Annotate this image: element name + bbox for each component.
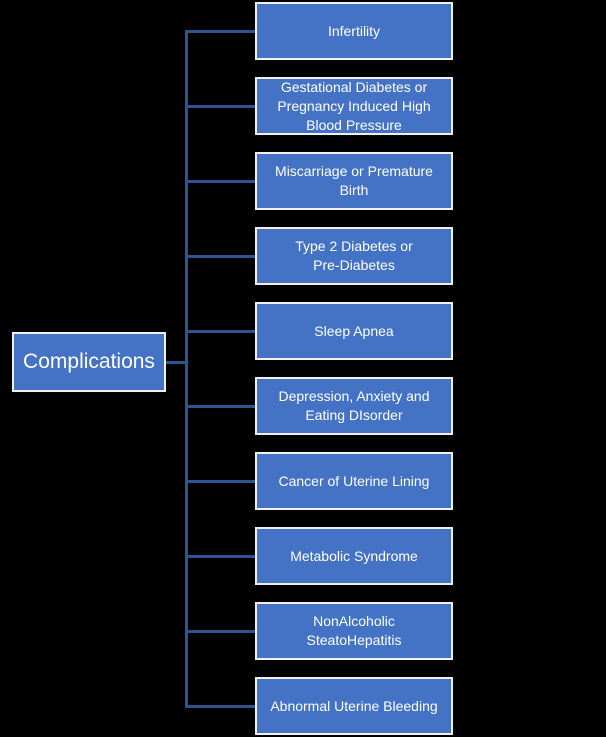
connector-branch-line xyxy=(186,404,256,408)
node-abnormal-uterine-bleeding-label: Abnormal Uterine Bleeding xyxy=(270,697,438,714)
connector-branch-line xyxy=(186,704,256,708)
connector-branch-line xyxy=(186,479,256,483)
node-complications-label: Complications xyxy=(23,350,155,374)
node-type-2-diabetes-label: Type 2 Diabetes or Pre-Diabetes xyxy=(295,238,413,273)
node-abnormal-uterine-bleeding: Abnormal Uterine Bleeding xyxy=(255,677,453,735)
node-nonalcoholic-steatohepatitis: NonAlcoholic SteatoHepatitis xyxy=(255,602,453,660)
node-sleep-apnea: Sleep Apnea xyxy=(255,302,453,360)
node-gestational-diabetes: Gestational Diabetes or Pregnancy Induce… xyxy=(255,77,453,135)
node-metabolic-syndrome: Metabolic Syndrome xyxy=(255,527,453,585)
node-cancer-uterine-lining: Cancer of Uterine Lining xyxy=(255,452,453,510)
connector-trunk-line xyxy=(185,29,188,708)
node-infertility: Infertility xyxy=(255,2,453,60)
connector-branch-line xyxy=(186,629,256,633)
node-metabolic-syndrome-label: Metabolic Syndrome xyxy=(290,547,418,564)
connector-branch-line xyxy=(186,554,256,558)
node-depression-anxiety-eating-disorder: Depression, Anxiety and Eating DIsorder xyxy=(255,377,453,435)
connector-branch-line xyxy=(186,254,256,258)
node-miscarriage-premature-birth-label: Miscarriage or Premature Birth xyxy=(275,163,433,198)
node-complications: Complications xyxy=(12,332,166,392)
node-depression-anxiety-eating-disorder-label: Depression, Anxiety and Eating DIsorder xyxy=(278,388,430,423)
node-cancer-uterine-lining-label: Cancer of Uterine Lining xyxy=(278,472,430,489)
connector-branch-line xyxy=(186,329,256,333)
node-sleep-apnea-label: Sleep Apnea xyxy=(314,322,394,339)
connector-root-line xyxy=(166,360,186,364)
node-nonalcoholic-steatohepatitis-label: NonAlcoholic SteatoHepatitis xyxy=(306,613,402,648)
node-type-2-diabetes: Type 2 Diabetes or Pre-Diabetes xyxy=(255,227,453,285)
connector-branch-line xyxy=(186,104,256,108)
node-infertility-label: Infertility xyxy=(327,22,381,39)
node-miscarriage-premature-birth: Miscarriage or Premature Birth xyxy=(255,152,453,210)
connector-branch-line xyxy=(186,179,256,183)
node-gestational-diabetes-label: Gestational Diabetes or Pregnancy Induce… xyxy=(277,78,431,133)
connector-branch-line xyxy=(186,29,256,33)
